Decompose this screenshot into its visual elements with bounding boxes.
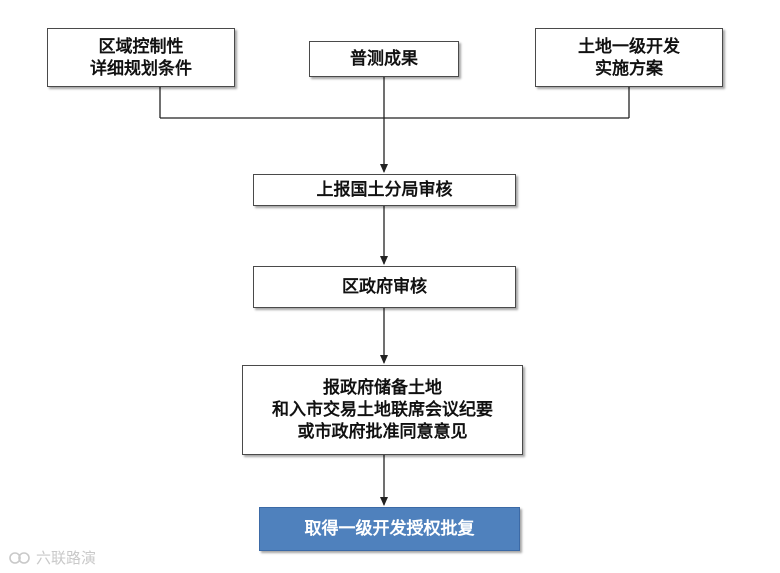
node-implementation-plan-line-2: 实施方案	[595, 58, 663, 79]
watermark-logo-icon	[9, 551, 30, 564]
node-regulatory-plan: 区域控制性 详细规划条件	[47, 28, 235, 87]
watermark-text: 六联路演	[36, 549, 97, 567]
node-regulatory-plan-line-2: 详细规划条件	[90, 58, 192, 79]
node-survey-results: 普测成果	[309, 41, 459, 77]
node-survey-results-label: 普测成果	[350, 49, 418, 69]
node-bureau-review-label: 上报国土分局审核	[316, 180, 453, 200]
node-district-review-label: 区政府审核	[342, 277, 427, 297]
node-district-review: 区政府审核	[253, 266, 516, 308]
node-city-approval-line-1: 报政府储备土地	[323, 378, 442, 398]
node-implementation-plan-line-1: 土地一级开发	[578, 36, 680, 57]
node-city-approval-line-3: 或市政府批准同意意见	[297, 422, 468, 442]
node-regulatory-plan-line-1: 区域控制性	[98, 36, 184, 57]
node-city-approval: 报政府储备土地 和入市交易土地联席会议纪要 或市政府批准同意意见	[242, 365, 523, 455]
node-final-authorization-label: 取得一级开发授权批复	[304, 519, 475, 539]
node-city-approval-line-2: 和入市交易土地联席会议纪要	[272, 400, 493, 420]
watermark: 六联路演	[8, 547, 96, 568]
node-implementation-plan: 土地一级开发 实施方案	[535, 28, 723, 87]
node-final-authorization: 取得一级开发授权批复	[259, 507, 520, 551]
node-bureau-review: 上报国土分局审核	[253, 174, 516, 206]
